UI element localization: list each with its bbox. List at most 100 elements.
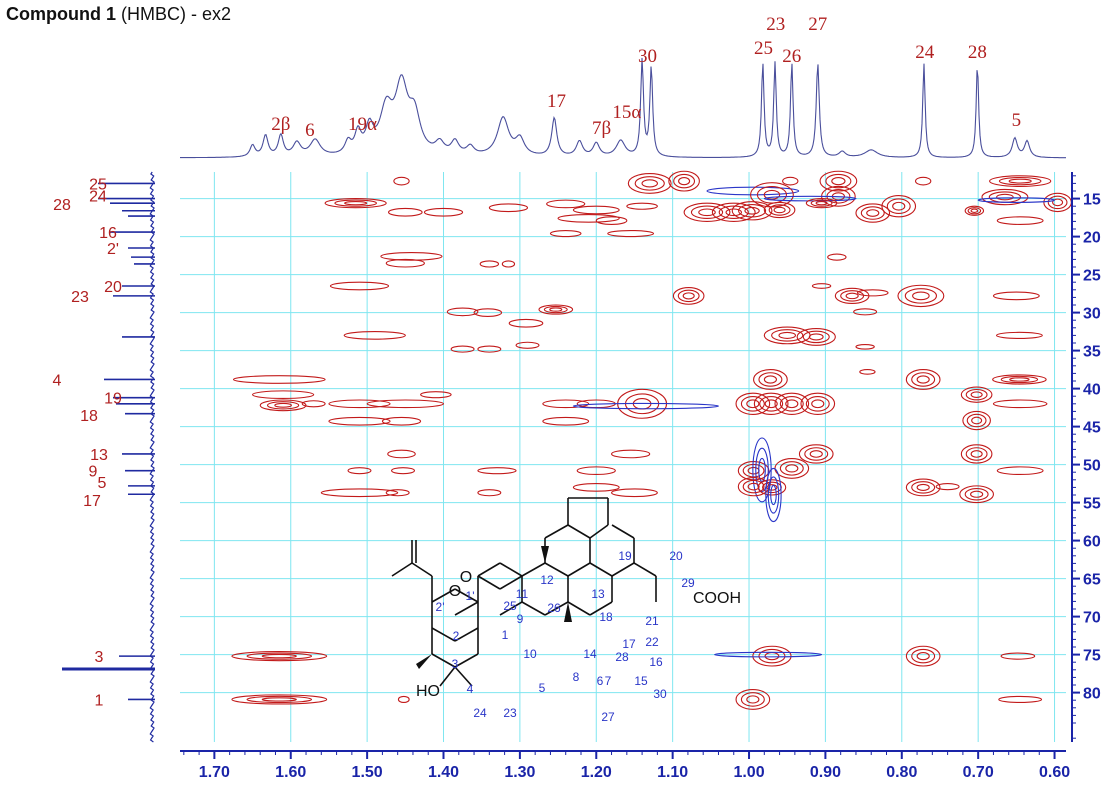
top-projection-label: 23	[766, 14, 785, 35]
cross-peak	[515, 341, 540, 349]
cross-peak	[393, 176, 410, 186]
structure-bond	[431, 627, 456, 642]
cross-peak	[1043, 192, 1072, 213]
cross-peak-contour	[572, 402, 720, 410]
cross-peak-contour	[996, 193, 1014, 201]
cross-peak-contour	[966, 413, 987, 428]
cross-peak-contour	[1008, 178, 1032, 184]
cross-peak-contour	[746, 399, 760, 409]
cross-peak-contour	[718, 205, 749, 220]
left-projection-label: 18	[80, 408, 98, 425]
structure-label: 26	[547, 601, 561, 615]
structure-label: 27	[601, 710, 615, 724]
cross-peak-contour	[543, 305, 568, 314]
cross-peak	[855, 343, 875, 350]
cross-peak	[626, 202, 658, 210]
cross-peak-contour	[385, 258, 425, 268]
cross-peak-contour	[683, 202, 731, 222]
cross-peak	[252, 390, 315, 400]
cross-peak	[962, 410, 991, 431]
structure-label: O	[449, 583, 461, 600]
cross-peak	[576, 466, 616, 476]
cross-peak-contour	[477, 489, 502, 497]
cross-peak-contour	[488, 203, 529, 213]
cross-peak	[853, 308, 878, 316]
y-tick-label: 25	[1083, 268, 1101, 285]
cross-peak	[998, 695, 1043, 704]
cross-peak-contour	[970, 450, 983, 458]
cross-peak-contour	[742, 463, 765, 478]
structure-label: 3	[452, 657, 459, 671]
cross-peak-contour	[989, 175, 1052, 187]
cross-peak	[627, 172, 672, 194]
cross-peak-contour	[892, 201, 906, 211]
cross-peak-contour	[970, 490, 984, 498]
cross-peak-contour	[641, 179, 658, 188]
cross-peak-contour	[962, 410, 991, 431]
structure-label: 23	[503, 706, 517, 720]
cross-peak-contour	[725, 208, 742, 217]
chart-title: Compound 1 (HMBC) - ex2	[6, 4, 231, 25]
structure-bond	[391, 562, 413, 577]
x-tick-label: 1.10	[657, 764, 688, 781]
cross-peak	[380, 252, 443, 261]
cross-peak	[914, 176, 932, 186]
cross-peak-contour	[916, 375, 930, 384]
left-projection-label: 23	[71, 289, 89, 306]
cross-peak-contour	[960, 386, 993, 403]
cross-peak-contour	[387, 207, 423, 217]
cross-peak-contour	[266, 401, 300, 410]
cross-peak-contour	[744, 206, 760, 215]
structure-label: 19	[618, 549, 632, 563]
left-projection-label: 19	[104, 391, 122, 408]
structure-wedge	[541, 546, 549, 563]
cross-peak-contour	[347, 467, 372, 475]
cross-peak	[391, 467, 416, 475]
cross-peak-contour	[334, 199, 377, 207]
cross-peak-contour	[747, 466, 760, 475]
cross-peak-contour	[771, 329, 804, 342]
cross-peak-contour	[881, 195, 917, 218]
cross-peak-contour	[960, 444, 993, 464]
cross-peak	[855, 203, 891, 223]
structure-label: 1	[502, 628, 509, 642]
cross-peak	[324, 198, 387, 209]
cross-peak-contour	[804, 447, 829, 461]
cross-peak	[385, 489, 410, 497]
x-tick-label: 1.00	[733, 764, 764, 781]
cross-peak	[672, 286, 705, 305]
y-tick-label: 30	[1083, 306, 1101, 323]
cross-peak-contour	[805, 396, 830, 412]
title-compound: Compound 1	[6, 4, 116, 24]
x-tick-label: 1.20	[581, 764, 612, 781]
left-projection-label: 17	[83, 493, 101, 510]
cross-peak-contour	[905, 478, 941, 497]
cross-peak-contour	[366, 399, 445, 409]
structure-label: 11	[516, 587, 529, 601]
structure-bond	[567, 524, 591, 539]
cross-peak-contour	[774, 392, 810, 415]
x-tick-label: 1.70	[199, 764, 230, 781]
cross-peak	[572, 483, 620, 492]
cross-peak-contour	[998, 176, 1042, 186]
cross-peak-contour	[970, 391, 983, 398]
cross-peak-contour	[916, 652, 930, 661]
cross-peak-contour	[964, 488, 989, 501]
left-projection-label: 28	[53, 197, 71, 214]
cross-peak	[897, 284, 945, 308]
cross-peak-contour	[557, 214, 620, 223]
top-projection-label: 15α	[612, 102, 641, 123]
cross-peak-contour	[992, 291, 1040, 301]
cross-peak-contour	[995, 331, 1043, 339]
y-tick-label: 20	[1083, 230, 1101, 247]
cross-peak-contour	[778, 331, 797, 339]
cross-peak-contour	[805, 198, 838, 209]
cross-peak	[859, 369, 876, 375]
cross-peak-contour	[387, 449, 416, 459]
cross-peak	[731, 201, 773, 221]
cross-peak-contour	[677, 289, 700, 303]
cross-peak-contour	[996, 466, 1044, 476]
structure-wedge	[564, 602, 572, 622]
cross-peak	[765, 467, 782, 523]
